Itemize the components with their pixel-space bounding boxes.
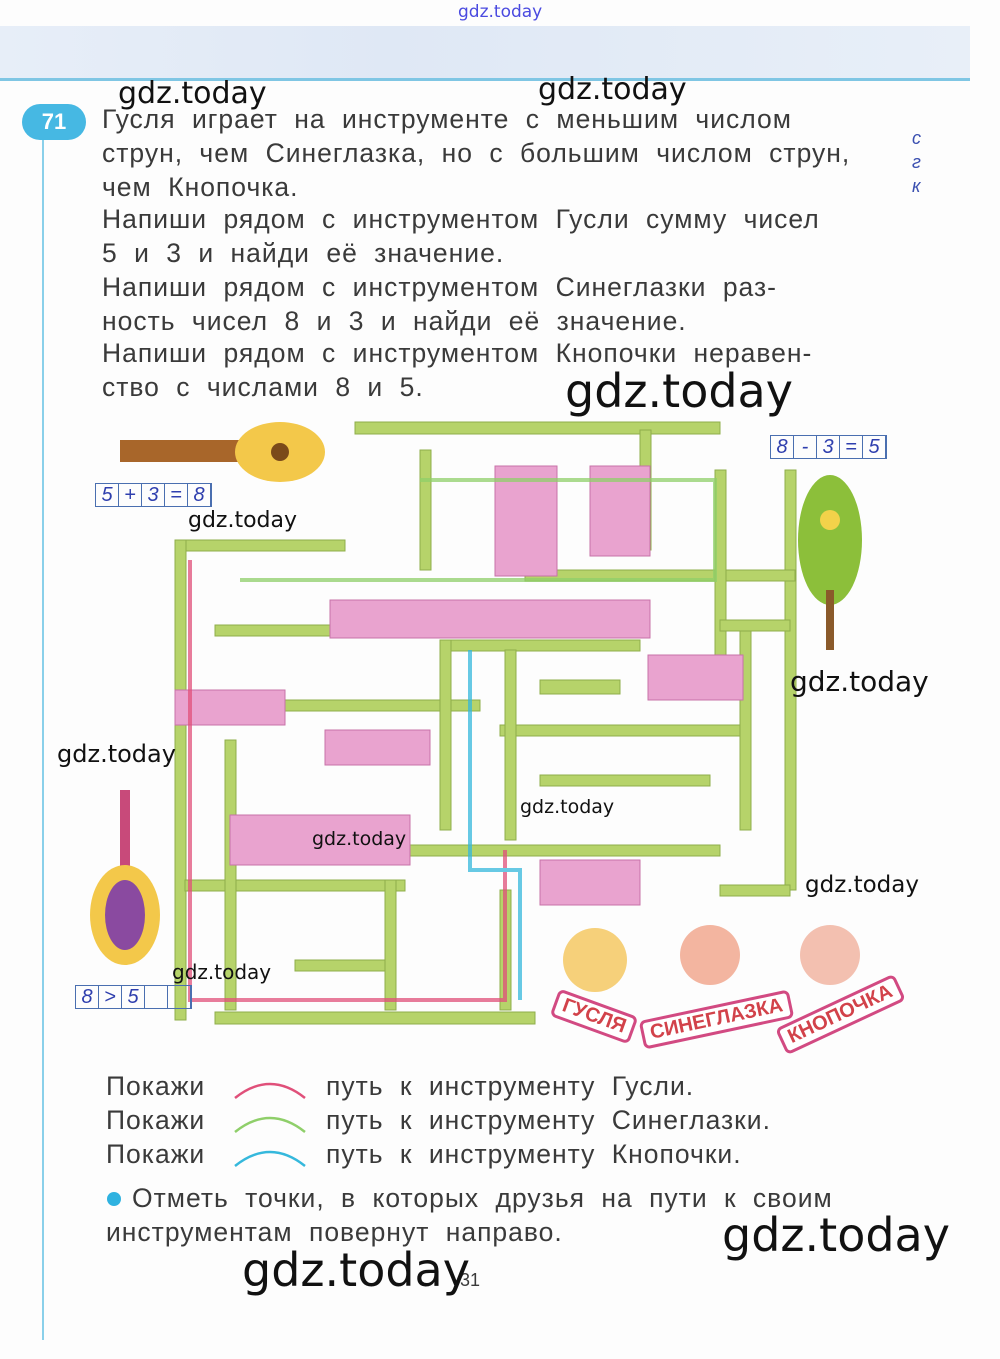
cell: 3 (817, 436, 840, 458)
extra-task-line: Отметь точки, в которых друзья на пути к… (132, 1183, 833, 1213)
legend-text: путь к инструменту Кнопочки. (326, 1139, 742, 1169)
cell: 8 (76, 986, 99, 1008)
watermark: gdz.today (805, 872, 919, 898)
task-line: струн, чем Синеглазка, но с большим числ… (102, 138, 851, 168)
cell: 5 (863, 436, 886, 458)
sineglazka-answer-box: 8-3=5 (770, 435, 887, 459)
cell: = (165, 484, 188, 506)
cell: > (99, 986, 122, 1008)
legend-text: путь к инструменту Синеглазки. (326, 1105, 771, 1135)
watermark: gdz.today (118, 76, 267, 111)
gusli-path (188, 560, 507, 1002)
legend-arcs (234, 1082, 306, 1167)
margin-line (42, 140, 44, 1340)
margin-notes: с г к (912, 126, 921, 198)
sineglazka-path (240, 478, 717, 582)
task-line: Напиши рядом с инструментом Синеглазки р… (102, 272, 777, 302)
cell: 5 (122, 986, 145, 1008)
note: с (912, 128, 921, 148)
watermark: gdz.today (520, 796, 615, 818)
note: к (912, 176, 921, 196)
task-line: чем Кнопочка. (102, 172, 299, 202)
guitar-icon (120, 422, 325, 482)
task-line: Напиши рядом с инструментом Кнопочки нер… (102, 338, 813, 368)
bullet-icon (107, 1192, 121, 1206)
task-line: 5 и 3 и найди её значение. (102, 238, 505, 268)
cell: - (794, 436, 817, 458)
cell (145, 986, 168, 1008)
cell: 5 (96, 484, 119, 506)
watermark: gdz.today (172, 960, 272, 984)
extra-task-line: инструментам повернут направо. (106, 1217, 563, 1247)
legend-show: Покажи (106, 1105, 206, 1135)
task-line: Напиши рядом с инструментом Гусли сумму … (102, 204, 820, 234)
legend-show: Покажи (106, 1071, 206, 1101)
watermark: gdz.today (242, 1243, 470, 1297)
watermark: gdz.today (565, 364, 793, 418)
cell: 8 (771, 436, 794, 458)
cell: 8 (188, 484, 211, 506)
watermark: gdz.today (722, 1208, 950, 1262)
knopochka-path (468, 650, 522, 1000)
watermark: gdz.today (790, 665, 929, 698)
task-line: ность чисел 8 и 3 и найди её значение. (102, 306, 687, 336)
cell: 3 (142, 484, 165, 506)
task-line: ство с числами 8 и 5. (102, 372, 424, 402)
note: г (912, 152, 921, 172)
watermark: gdz.today (188, 508, 298, 533)
legend-text: путь к инструменту Гусли. (326, 1071, 695, 1101)
maze-walls (174, 421, 797, 1025)
gusli-answer-box: 5+3=8 (95, 483, 212, 507)
header-banner (0, 26, 970, 81)
task-line: Гусля играет на инструменте с меньшим чи… (102, 104, 792, 134)
watermark: gdz.today (57, 740, 176, 768)
exercise-number: 71 (22, 104, 86, 140)
cell (168, 986, 191, 1008)
violin-icon (90, 790, 160, 965)
watermark: gdz.today (538, 72, 687, 107)
watermark: gdz.today (312, 828, 407, 850)
watermark: gdz.today (458, 2, 543, 22)
knopochka-answer-box: 8>5 (75, 985, 192, 1009)
balalaika-icon (798, 475, 862, 650)
maze-curtains (174, 465, 744, 906)
character-illustrations (563, 925, 860, 992)
cell: = (840, 436, 863, 458)
page-number: 31 (460, 1270, 481, 1290)
legend-show: Покажи (106, 1139, 206, 1169)
cell: + (119, 484, 142, 506)
